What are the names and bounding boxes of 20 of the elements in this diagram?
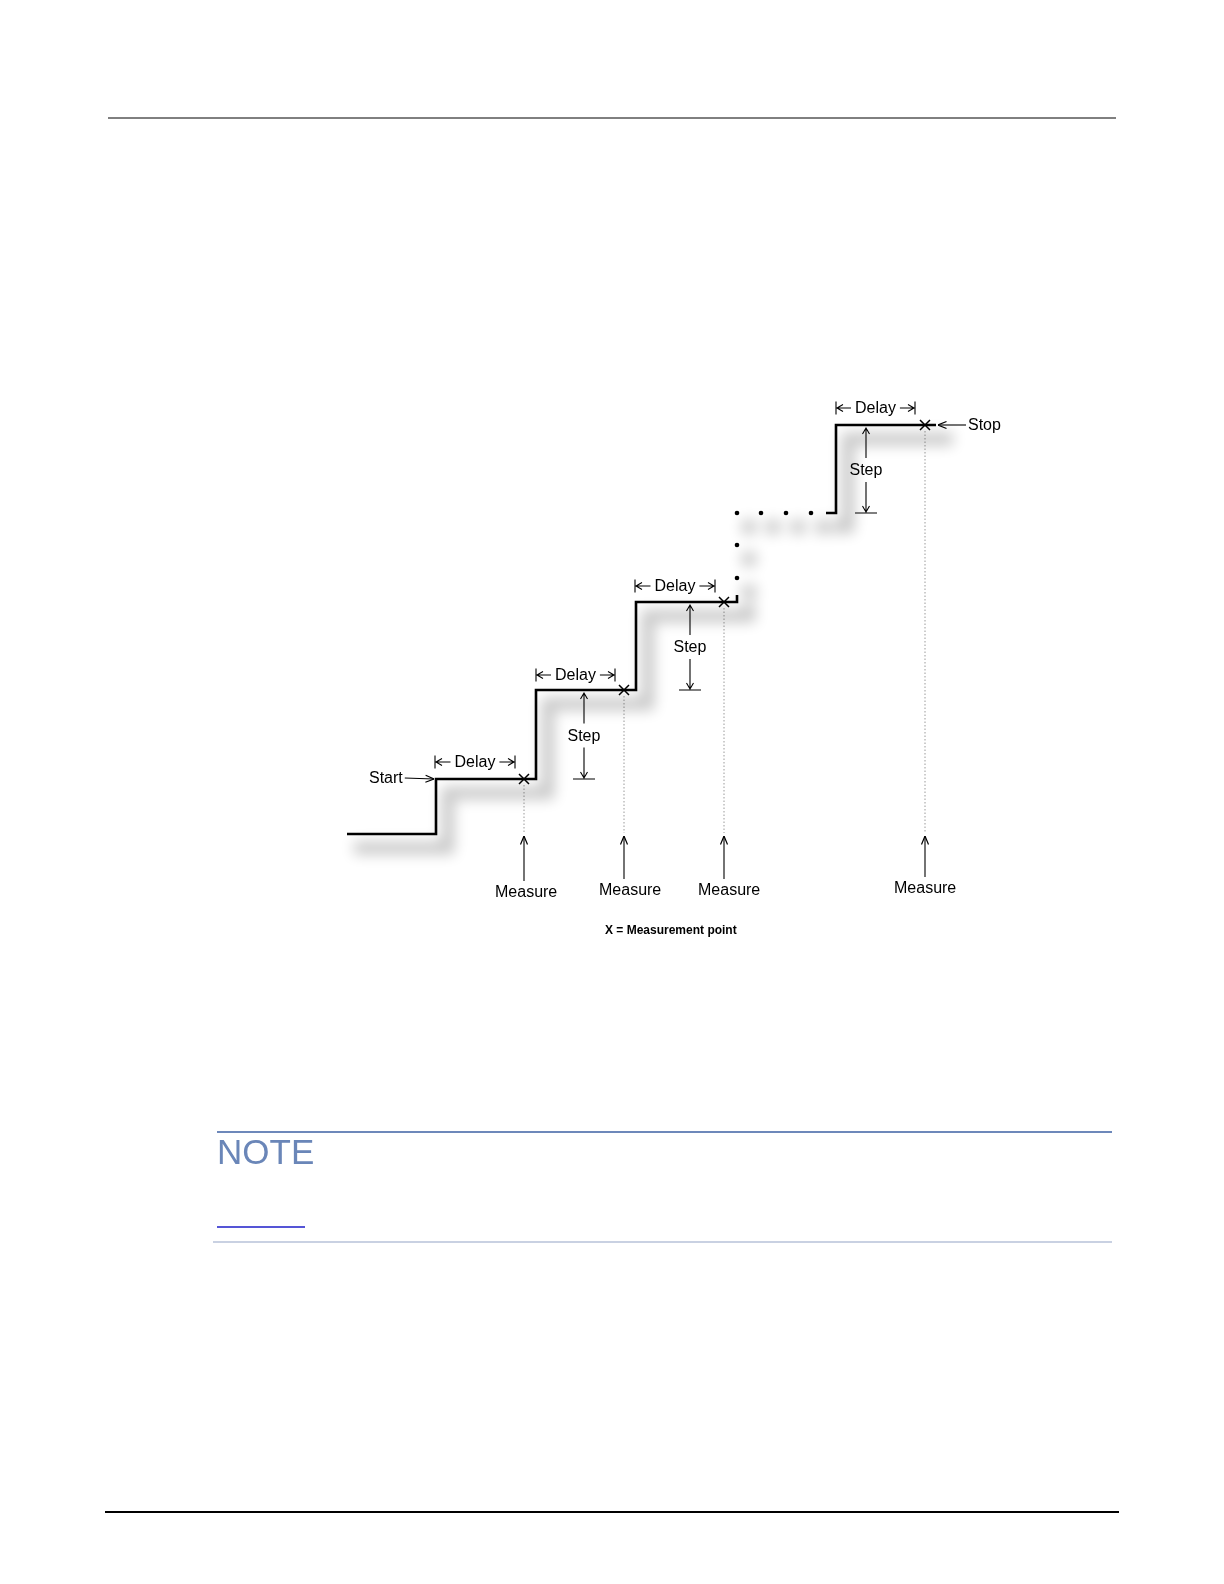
leader-arrow [619,835,629,880]
callout-label: Measure [698,881,761,899]
leader-arrow [920,835,930,878]
callout-label: Start [369,769,403,787]
leader-arrow [719,835,729,880]
callout-label: Measure [599,881,662,899]
dimension-label: Step [567,726,601,745]
leader-arrow [519,835,529,882]
callout-label: Measure [495,883,558,901]
staircase-waveform [347,419,936,836]
dimension-label: Delay [555,666,596,684]
legend-note: X = Measurement point [605,923,737,937]
dimension-label: Step [849,461,883,479]
callout-label: Measure [894,879,957,897]
dimension-label: Step [673,638,707,656]
note-heading: NOTE [217,1134,315,1169]
leader-arrow [937,420,967,430]
dimension-label: Delay [454,753,496,771]
dimension-label: Delay [654,577,696,595]
callout-label: Stop [968,416,1001,434]
